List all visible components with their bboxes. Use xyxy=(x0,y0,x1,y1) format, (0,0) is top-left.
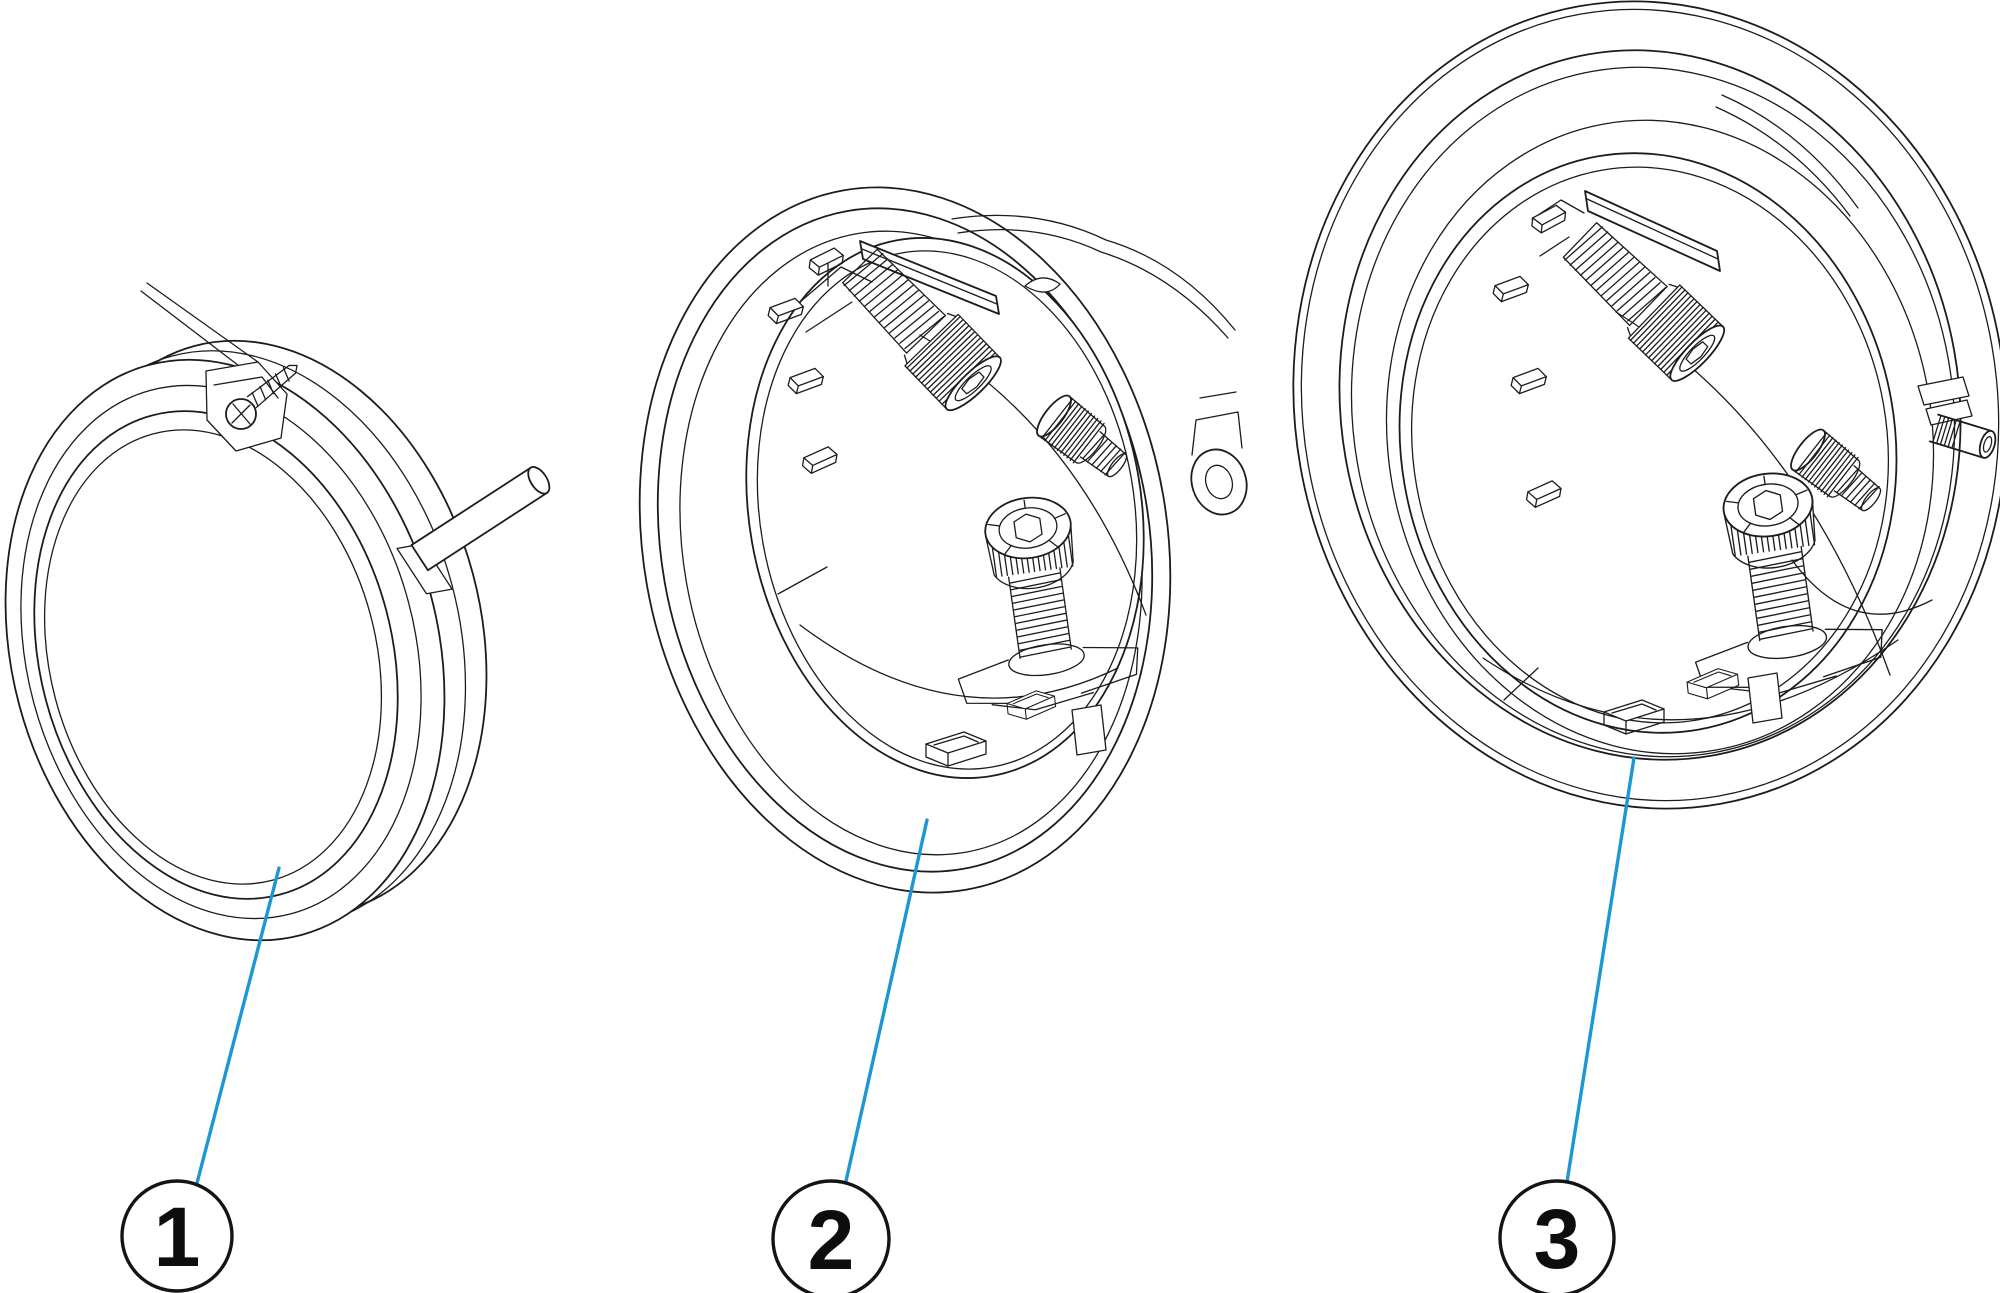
side-conduit-fitting xyxy=(1917,376,1997,459)
lens-bezel-outer xyxy=(20,384,422,920)
ring-top-plate xyxy=(859,240,1000,315)
flange-outer-double xyxy=(1300,8,2000,802)
flange-shelf xyxy=(1350,66,1956,758)
pivot-pin xyxy=(396,466,551,595)
callout-2-balloon[interactable] xyxy=(771,1179,891,1293)
cable-lug xyxy=(1190,391,1248,516)
callout-3-label: 3 xyxy=(1534,1192,1581,1286)
leader-line-3 xyxy=(1565,756,1636,1184)
callout-1-balloon[interactable] xyxy=(120,1179,234,1293)
clip-bracket xyxy=(1071,704,1107,756)
ring-top-plate-edge xyxy=(861,248,998,305)
ring-band-inner xyxy=(656,207,1154,873)
clamp-screw xyxy=(225,364,298,430)
band-step xyxy=(951,214,1236,339)
niche-opening-inner xyxy=(1410,166,1890,724)
callout-2-label: 2 xyxy=(808,1193,855,1287)
callout-1-label: 1 xyxy=(154,1190,201,1284)
screw-bracket xyxy=(799,261,873,333)
lens-bezel-inner xyxy=(33,410,399,900)
part-3-niche-flange xyxy=(1292,0,2000,810)
seam-line xyxy=(777,566,828,595)
callout-3-balloon[interactable] xyxy=(1498,1179,1616,1293)
lens-glass-edge xyxy=(43,429,383,885)
part-1-lens-assembly xyxy=(4,282,551,942)
cutout-arc xyxy=(1791,559,1933,615)
band-bump xyxy=(1024,277,1061,293)
band-step xyxy=(1715,94,1859,217)
callout-1[interactable]: 1 xyxy=(120,866,281,1293)
flange-band-inner xyxy=(1338,49,1962,761)
niche-top-plate xyxy=(1584,190,1721,272)
ring-opening xyxy=(745,237,1145,779)
leader-line-1 xyxy=(195,866,281,1185)
callout-3[interactable]: 3 xyxy=(1498,756,1636,1293)
niche-opening xyxy=(1398,152,1898,734)
leader-line-2 xyxy=(844,818,929,1183)
clip-bracket xyxy=(1747,672,1783,724)
ring-opening-inner xyxy=(756,250,1138,770)
ring-far-wall xyxy=(799,624,1119,699)
callout-2[interactable]: 2 xyxy=(771,818,929,1293)
lens-front-face xyxy=(4,358,446,942)
niche-far-wall xyxy=(1482,639,1899,721)
seam-line xyxy=(1503,667,1539,701)
part-2-mounting-ring xyxy=(638,186,1248,894)
niche-top-plate-edge xyxy=(1586,198,1719,260)
